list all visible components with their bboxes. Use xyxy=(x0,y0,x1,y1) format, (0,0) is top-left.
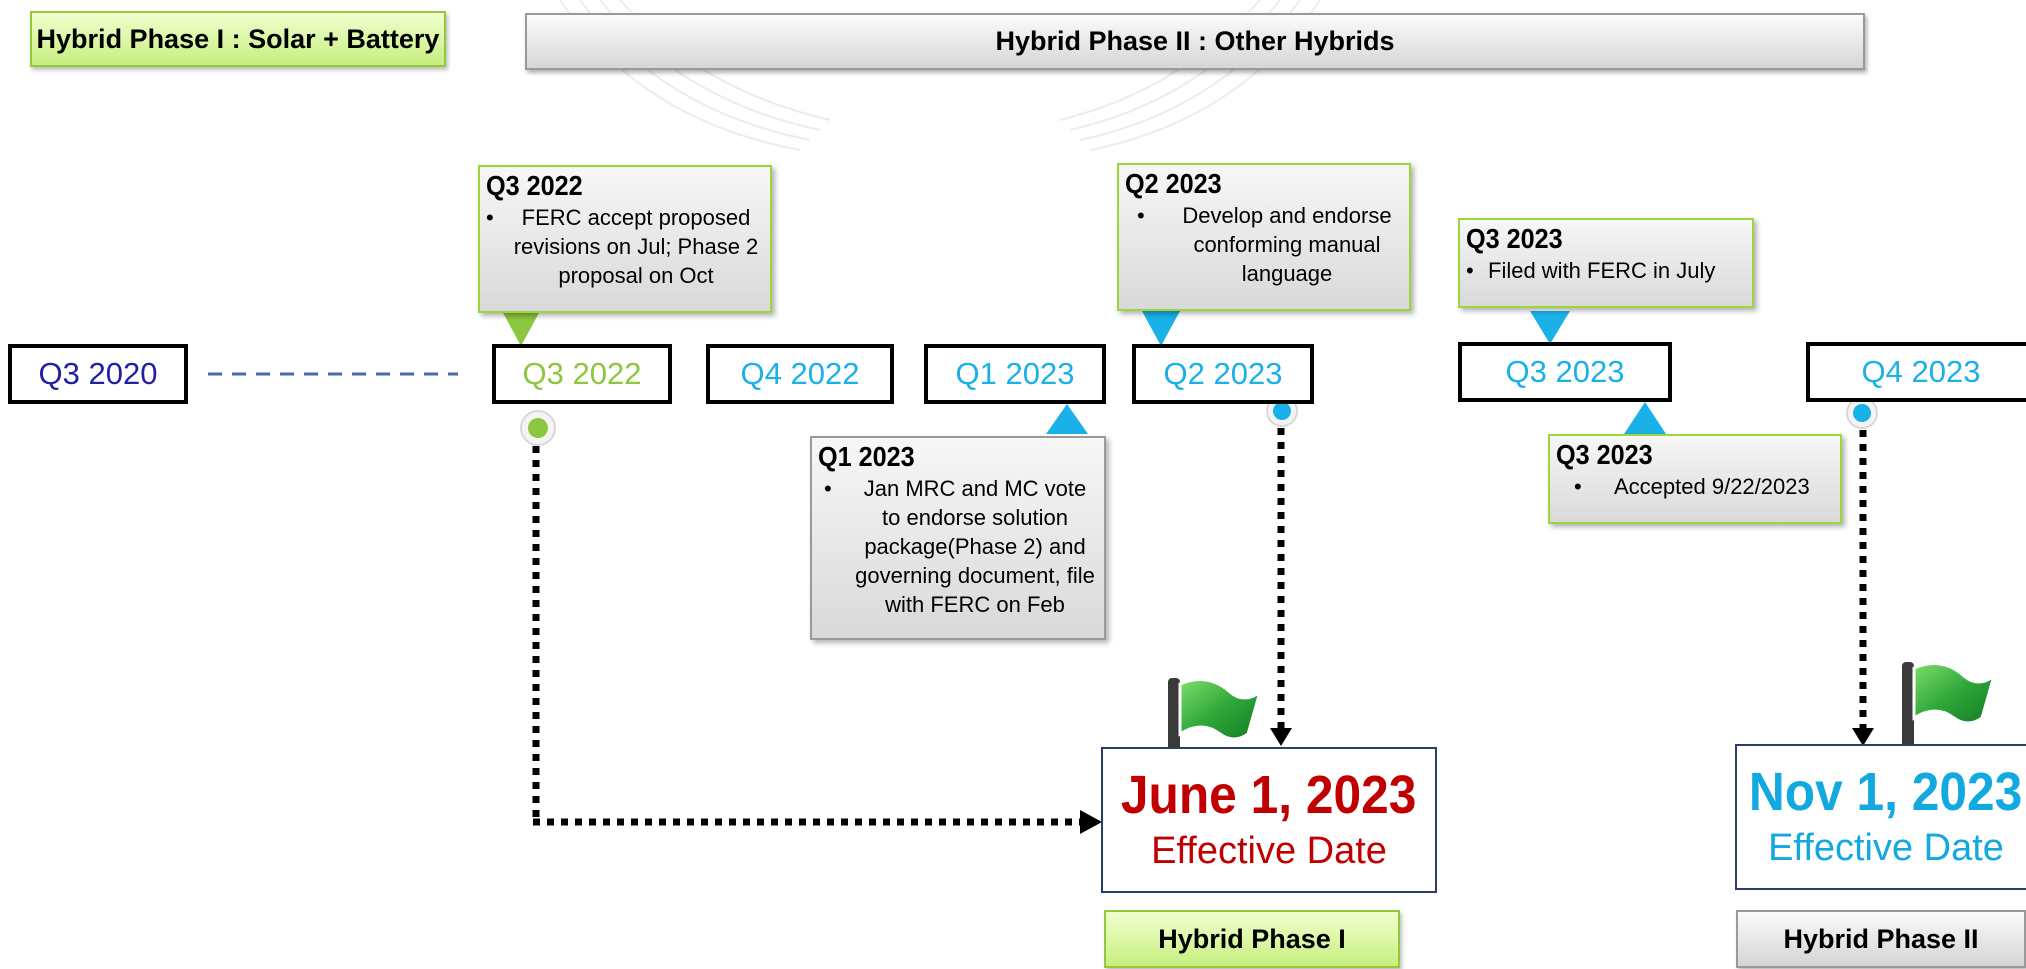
callout-q2-2023: Q2 2023 • Develop and endorse conforming … xyxy=(1117,163,1411,311)
phase1-footer: Hybrid Phase I xyxy=(1104,910,1400,968)
callout-q1-2023: Q1 2023 • Jan MRC and MC vote to endorse … xyxy=(810,436,1106,640)
bullet-icon: • xyxy=(1574,474,1582,499)
callout-title: Q1 2023 xyxy=(818,441,915,472)
effective-date-label: Effective Date xyxy=(1768,827,2004,869)
effective-date-value: June 1, 2023 xyxy=(1121,765,1417,825)
arrow-head-icon xyxy=(1852,728,1874,746)
effective-date-value: Nov 1, 2023 xyxy=(1749,762,2023,822)
bullet-icon: • xyxy=(1137,203,1145,228)
callout-title: Q3 2023 xyxy=(1466,223,1563,254)
quarter-q2-2023: Q2 2023 xyxy=(1132,344,1314,404)
triangle-pointer-icon xyxy=(1142,311,1180,346)
callout-text: Accepted 9/22/2023 xyxy=(1614,474,1810,499)
bullet-icon: • xyxy=(824,476,832,501)
bullet-icon: • xyxy=(1466,258,1474,283)
phase1-header: Hybrid Phase I : Solar + Battery xyxy=(30,11,446,67)
quarter-q3-2020: Q3 2020 xyxy=(8,344,188,404)
bullet-icon: • xyxy=(486,205,494,230)
triangle-pointer-icon xyxy=(1046,404,1088,434)
callout-title: Q3 2023 xyxy=(1556,439,1653,470)
callout-q3-2023-bottom: Q3 2023 • Accepted 9/22/2023 xyxy=(1548,434,1842,524)
triangle-pointer-icon xyxy=(502,311,540,346)
callout-text: Develop and endorse conforming manual la… xyxy=(1182,203,1392,286)
callout-text: Jan MRC and MC vote to endorse solution … xyxy=(855,476,1095,617)
quarter-q3-2022: Q3 2022 xyxy=(492,344,672,404)
effective-date-label: Effective Date xyxy=(1151,830,1387,872)
callout-q3-2022: Q3 2022 • FERC accept proposed revisions … xyxy=(478,165,772,313)
arrow-head-icon xyxy=(1270,728,1292,746)
callout-text: FERC accept proposed revisions on Jul; P… xyxy=(513,205,759,288)
timeline-dot-icon xyxy=(1846,397,1878,429)
effective-date-phase2: Nov 1, 2023 Effective Date xyxy=(1735,744,2026,890)
triangle-pointer-icon xyxy=(1624,402,1666,434)
effective-date-phase1: June 1, 2023 Effective Date xyxy=(1101,747,1437,893)
quarter-q4-2022: Q4 2022 xyxy=(706,344,894,404)
callout-q3-2023-top: Q3 2023 • Filed with FERC in July xyxy=(1458,218,1754,308)
quarter-q4-2023: Q4 2023 xyxy=(1806,342,2026,402)
triangle-pointer-icon xyxy=(1530,311,1570,344)
timeline-dot-icon xyxy=(520,410,556,446)
callout-title: Q3 2022 xyxy=(486,170,583,201)
callout-title: Q2 2023 xyxy=(1125,168,1222,199)
arrow-head-icon xyxy=(1080,810,1102,834)
flag-icon xyxy=(1902,662,1997,750)
quarter-q3-2023: Q3 2023 xyxy=(1458,342,1672,402)
flag-icon xyxy=(1168,678,1263,766)
quarter-q1-2023: Q1 2023 xyxy=(924,344,1106,404)
phase2-footer: Hybrid Phase II xyxy=(1736,910,2026,968)
callout-text: Filed with FERC in July xyxy=(1488,258,1716,283)
dotted-connector xyxy=(532,428,1867,826)
phase2-header: Hybrid Phase II : Other Hybrids xyxy=(525,13,1865,70)
